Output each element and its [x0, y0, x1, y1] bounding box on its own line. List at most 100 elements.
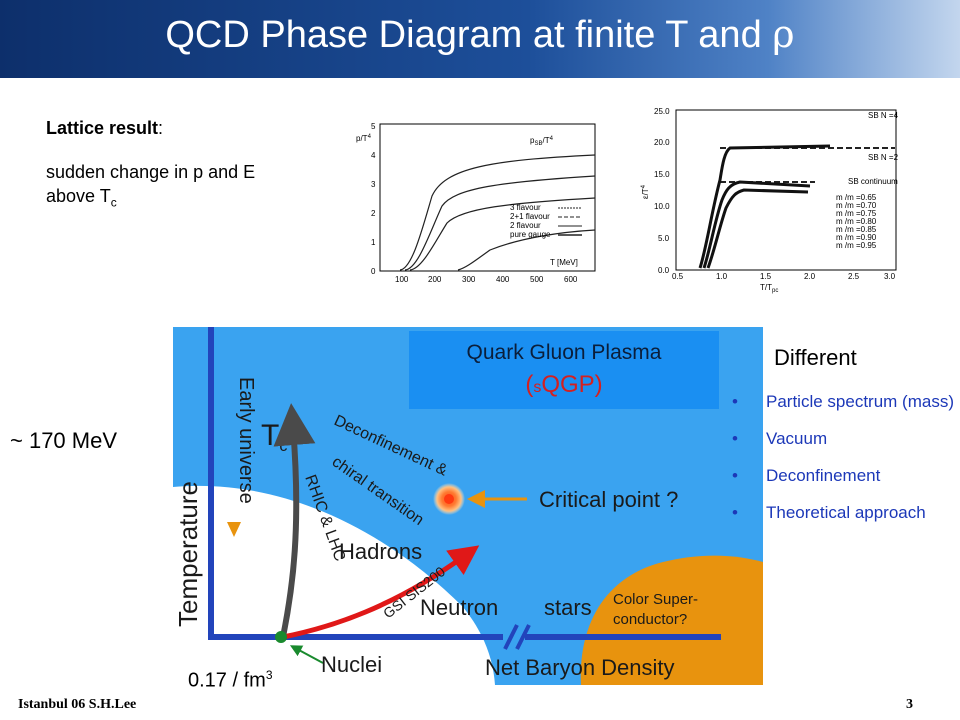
page-number: 3 — [906, 697, 913, 712]
p1-ytick-5: 5 — [371, 122, 376, 131]
axis-break-mark — [503, 624, 519, 650]
list-item: Theoretical approach — [732, 501, 957, 525]
cooling-down-arrow — [227, 507, 241, 537]
lattice-heading-text: Lattice result — [46, 118, 159, 138]
p1-xtick-2: 300 — [462, 275, 476, 284]
nuclei-point — [275, 631, 287, 643]
tc-value: ~ 170 MeV — [10, 428, 118, 453]
rhic-lhc-arrow — [273, 403, 316, 638]
gsi-arrow — [282, 545, 480, 640]
curve-pure-gauge — [457, 229, 596, 271]
title-bar: QCD Phase Diagram at finite T and ρ — [0, 0, 960, 78]
mass-legend-0: m /m =0.65 — [836, 193, 877, 202]
lattice-heading-colon: : — [158, 118, 164, 138]
energy-plot-frame — [675, 109, 897, 271]
lattice-line-1: sudden change in p and E — [46, 162, 256, 182]
p2-xtick-3: 2.0 — [804, 272, 816, 281]
pressure-plot-legend: 3 flavour 2+1 flavour 2 flavour pure gau… — [510, 203, 582, 239]
legend-3-flavour: 3 flavour — [510, 203, 541, 212]
energy-data-band-2 — [702, 180, 811, 269]
list-item: Deconfinement — [732, 464, 957, 488]
p1-xtick-0: 100 — [395, 275, 409, 284]
stars-label: stars — [544, 595, 592, 620]
mass-legend-4: m /m =0.85 — [836, 225, 877, 234]
qgp-open-paren: ( — [525, 371, 534, 398]
p1-ytick-1: 1 — [371, 238, 376, 247]
early-universe-label: Early universe — [235, 377, 257, 504]
mass-legend-6: m /m =0.95 — [836, 241, 877, 250]
qgp-title: Quark Gluon Plasma — [466, 341, 662, 364]
p1-ytick-3: 3 — [371, 180, 376, 189]
list-item: Vacuum — [732, 427, 957, 451]
nuclei-label: Nuclei — [321, 652, 382, 677]
p2-ytick-4: 20.0 — [654, 138, 670, 147]
lattice-text: sudden change in p and E above Tc — [46, 160, 336, 215]
p2-ytick-2: 10.0 — [654, 202, 670, 211]
p2-xtick-4: 2.5 — [848, 272, 860, 281]
lattice-line-2: above T — [46, 186, 111, 206]
pressure-plot-frame — [379, 123, 596, 272]
sb-nt2-label: SB N =2 — [868, 153, 899, 162]
p2-ytick-0: 0.0 — [658, 266, 670, 275]
pressure-plot: p/T4 0 1 2 3 4 5 100 200 300 400 500 600… — [350, 110, 615, 290]
p1-ytick-0: 0 — [371, 267, 376, 276]
energy-plot-sb-labels: SB N =4 SB N =2 SB continuum — [848, 111, 899, 186]
lattice-heading: Lattice result: — [46, 118, 163, 139]
legend-2-flavour: 2 flavour — [510, 221, 541, 230]
pressure-plot-xlabel: T [MeV] — [550, 258, 578, 267]
superconductor-region — [580, 555, 763, 685]
lattice-line-2-sub: c — [110, 195, 117, 210]
sb-limit-label: pSB/T4 — [530, 136, 554, 147]
qgp-abbrev: QGP — [541, 371, 595, 398]
p2-xtick-1: 1.0 — [716, 272, 728, 281]
nuclear-density-text: 0.17 / fm — [188, 669, 266, 692]
qgp-subtitle: (sQGP) — [409, 371, 719, 399]
slide-title: QCD Phase Diagram at finite T and ρ — [0, 12, 960, 57]
curve-2-flavour — [409, 197, 596, 271]
energy-density-plot: ε/T4 0.0 5.0 10.0 15.0 20.0 25.0 0.5 1.0… — [640, 100, 905, 295]
nuclei-arrow — [289, 645, 324, 664]
qgp-label-box: Quark Gluon Plasma (sQGP) — [409, 331, 719, 409]
mass-legend-1: m /m =0.70 — [836, 201, 877, 210]
qgp-close-paren: ) — [594, 371, 603, 398]
p2-ytick-3: 15.0 — [654, 170, 670, 179]
pressure-plot-yticks: 0 1 2 3 4 5 — [371, 122, 376, 276]
sb-nt4-label: SB N =4 — [868, 111, 899, 120]
p2-ytick-1: 5.0 — [658, 234, 670, 243]
superconductor-label-1: Color Super- — [613, 591, 698, 608]
superconductor-label-2: conductor? — [613, 611, 687, 628]
p2-ytick-5: 25.0 — [654, 107, 670, 116]
hadrons-label: Hadrons — [339, 539, 422, 564]
mass-legend-2: m /m =0.75 — [836, 209, 877, 218]
legend-2plus1-flavour: 2+1 flavour — [510, 212, 550, 221]
p2-xtick-5: 3.0 — [884, 272, 896, 281]
footer-label: Istanbul 06 S.H.Lee — [18, 697, 137, 712]
rho-symbol: ρ — [772, 12, 795, 56]
p1-ytick-4: 4 — [371, 151, 376, 160]
p1-xtick-1: 200 — [428, 275, 442, 284]
energy-data-band-1 — [698, 144, 831, 269]
list-item: Particle spectrum (mass) — [732, 390, 957, 414]
critical-point-core — [444, 494, 454, 504]
slide-title-text: QCD Phase Diagram at finite T and — [165, 14, 773, 56]
nuclear-density-sup: 3 — [265, 668, 273, 682]
p2-xtick-0: 0.5 — [672, 272, 684, 281]
energy-plot-xticks: 0.5 1.0 1.5 2.0 2.5 3.0 — [672, 272, 896, 281]
curve-3-flavour — [399, 154, 596, 271]
pressure-plot-ylabel: p/T4 — [356, 134, 372, 143]
curve-2plus1-flavour — [404, 175, 596, 271]
energy-plot-xlabel: T/Tpc — [760, 283, 778, 294]
mass-legend-3: m /m =0.80 — [836, 217, 877, 226]
p2-xtick-2: 1.5 — [760, 272, 772, 281]
p1-xtick-5: 600 — [564, 275, 578, 284]
temperature-label: Temperature — [173, 481, 203, 627]
qgp-s-prefix: s — [533, 379, 542, 396]
critical-point-label: Critical point ? — [539, 487, 678, 512]
legend-pure-gauge: pure gauge — [510, 230, 551, 239]
energy-plot-yticks: 0.0 5.0 10.0 15.0 20.0 25.0 — [654, 107, 670, 275]
density-axis-label: Net Baryon Density — [485, 655, 675, 680]
pressure-plot-xticks: 100 200 300 400 500 600 — [395, 275, 578, 284]
axis-break-mark-2 — [515, 624, 531, 650]
p1-xtick-4: 500 — [530, 275, 544, 284]
sb-continuum-label: SB continuum — [848, 177, 898, 186]
